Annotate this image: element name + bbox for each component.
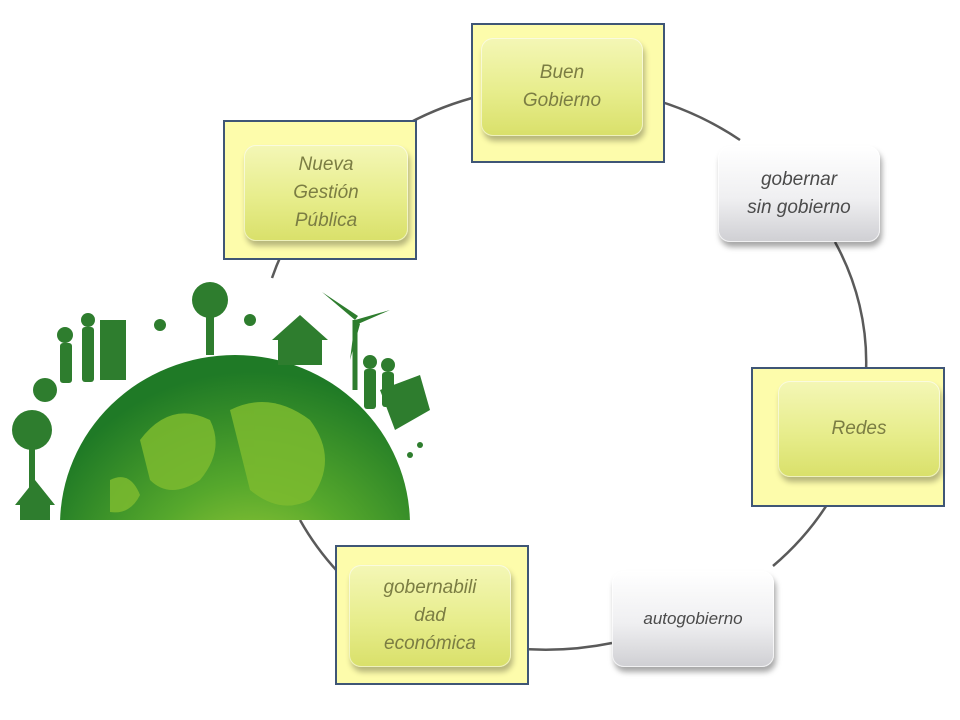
node-gobernar-sin-gobierno: gobernar sin gobierno: [718, 146, 880, 242]
node-gobernabilidad-economica: gobernabili dad económica: [349, 565, 511, 667]
connector-arc: [298, 519, 339, 573]
node-label: gobernabili dad económica: [383, 577, 477, 654]
node-buen-gobierno: Buen Gobierno: [481, 38, 643, 136]
node-label: Buen Gobierno: [522, 62, 602, 111]
node-autogobierno: autogobierno: [612, 571, 774, 667]
node-label: Redes: [831, 418, 887, 439]
globe-sphere: [60, 355, 410, 520]
city-silhouette-left: [12, 282, 256, 520]
node-label: autogobierno: [643, 609, 743, 628]
node-label: gobernar sin gobierno: [747, 169, 851, 218]
green-earth-icon: [10, 280, 430, 520]
continent-shapes: [110, 402, 325, 513]
node-redes: Redes: [778, 381, 940, 477]
connector-arc: [833, 241, 868, 373]
node-nueva-gestion-publica: Nueva Gestión Pública: [244, 145, 408, 241]
node-label: Nueva Gestión Pública: [293, 154, 359, 231]
city-silhouette-right: [272, 292, 430, 458]
